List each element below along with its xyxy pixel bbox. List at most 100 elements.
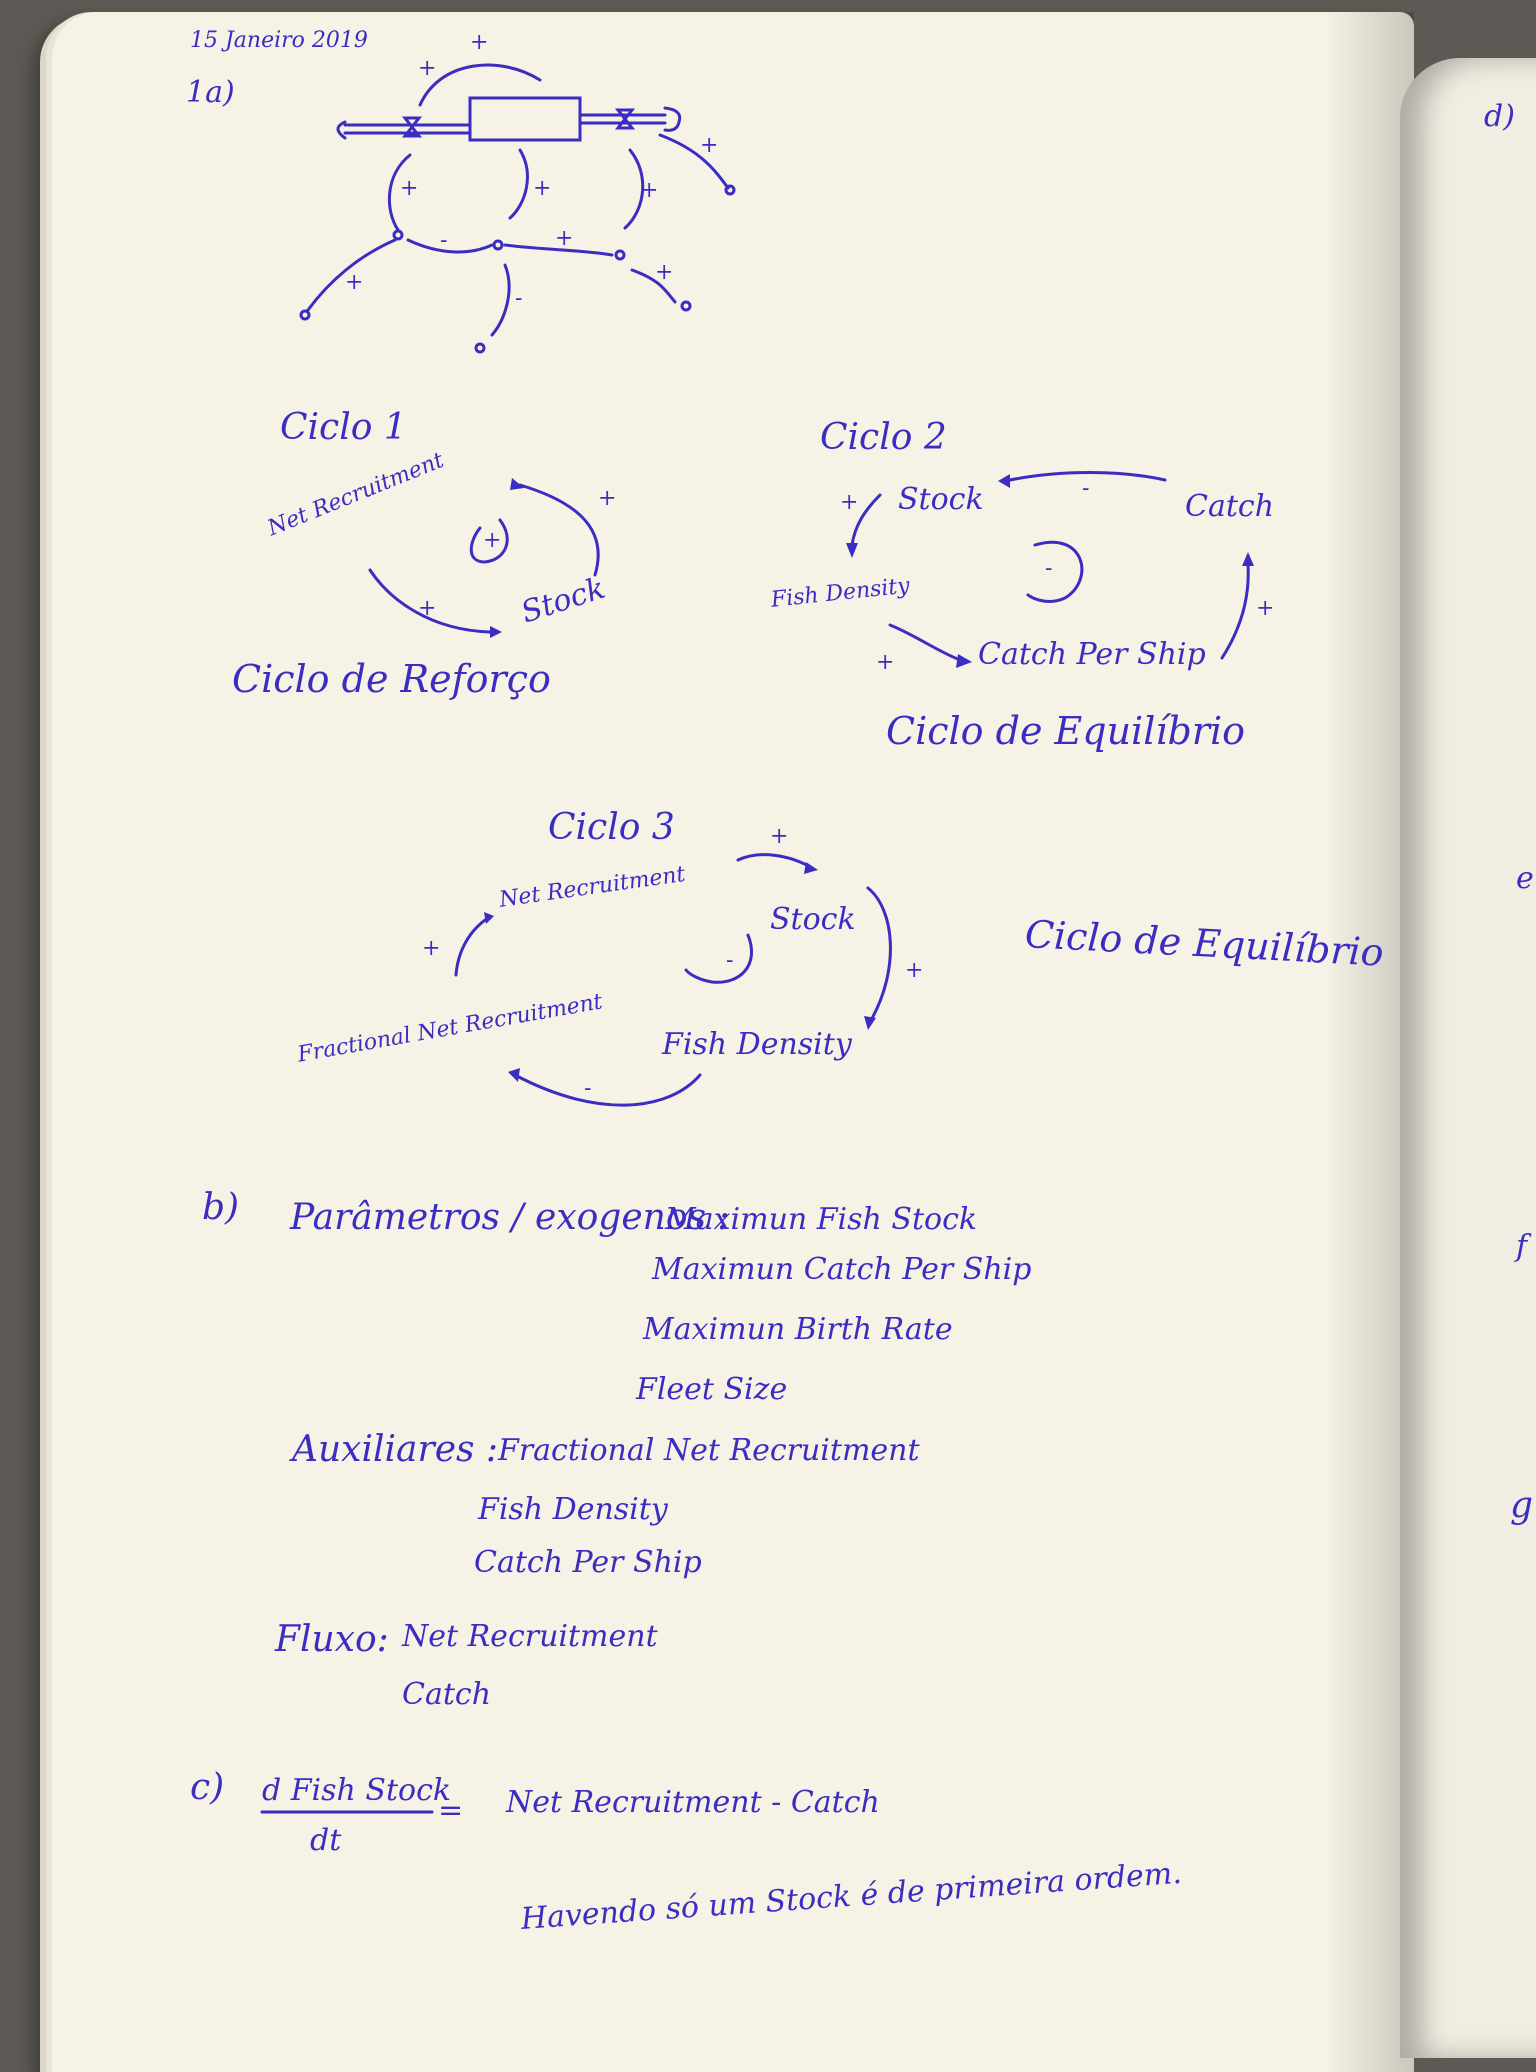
ciclo3-arrows <box>454 853 892 1107</box>
ciclo2-title: Ciclo 2 <box>820 417 947 458</box>
arc-mid <box>508 148 529 220</box>
sign: - <box>515 286 523 311</box>
auxiliares-label: Auxiliares : <box>292 1429 499 1470</box>
fraction-numerator: d Fish Stock <box>262 1773 452 1808</box>
ciclo3-sign-top: + <box>770 824 789 849</box>
parametro-item: Maximun Catch Per Ship <box>652 1252 1032 1287</box>
node <box>392 229 404 241</box>
margin-letter-g: g <box>1510 1485 1534 1526</box>
node <box>614 249 626 261</box>
top-arc <box>418 63 542 107</box>
ciclo2-sign-stock-density: + <box>840 490 859 515</box>
ciclo2-sign-density-cps: + <box>876 650 895 675</box>
fluxo-label: Fluxo: <box>275 1619 389 1660</box>
node <box>474 342 486 354</box>
ciclo1-type: Ciclo de Reforço <box>232 657 551 701</box>
ciclo2-arrow-cps-catch <box>1220 563 1250 660</box>
ciclo1-loop-sign: + <box>483 528 502 553</box>
sink-cloud <box>663 106 682 132</box>
stock-box <box>468 96 582 142</box>
sign: + <box>470 30 489 55</box>
ciclo1-title: Ciclo 1 <box>280 407 407 448</box>
ciclo3-arrow-top <box>736 853 814 870</box>
ciclo3-fish-density: Fish Density <box>662 1027 852 1062</box>
auxiliar-item: Fish Density <box>478 1492 668 1527</box>
arc-out <box>658 133 730 190</box>
margin-letter-f: f <box>1516 1229 1528 1264</box>
part-b-label: b) <box>202 1187 240 1228</box>
ciclo1-loop-symbol <box>469 518 509 564</box>
node <box>680 300 692 312</box>
arc-right <box>623 148 645 230</box>
ciclo2-type: Ciclo de Equilíbrio <box>886 709 1246 753</box>
ciclo2-loop-sign: - <box>1045 556 1053 581</box>
fluxo-item: Catch <box>402 1677 492 1712</box>
node <box>492 239 504 251</box>
sign: + <box>700 133 719 158</box>
ciclo3-loop-sign: - <box>726 948 734 973</box>
ciclo1-arrow-top <box>518 483 600 577</box>
fraction-denominator: dt <box>310 1823 342 1858</box>
link-3 <box>306 238 397 312</box>
ciclo3-sign-bottom: - <box>584 1076 592 1101</box>
ciclo2-arrow-density-cps <box>888 623 962 662</box>
stock-flow-diagram <box>299 63 736 354</box>
margin-letter-d: d) <box>1484 99 1515 134</box>
sign: + <box>655 260 674 285</box>
ciclo1-sign-top: + <box>598 486 617 511</box>
ciclo2-sign-cps-catch: + <box>1256 596 1275 621</box>
parametros-label: Parâmetros / exogenos : <box>290 1197 730 1238</box>
ciclo1-arrow-bottom <box>368 568 492 634</box>
node <box>299 309 311 321</box>
link-5 <box>630 268 677 304</box>
ciclo2-arrows <box>846 471 1254 668</box>
ciclo1-arrows <box>368 478 600 638</box>
ciclo2-stock: Stock <box>898 482 984 517</box>
link-2 <box>503 243 614 257</box>
ciclo3-stock: Stock <box>770 902 856 937</box>
outflow-valve <box>614 108 636 130</box>
notebook-page <box>52 12 1414 2072</box>
parametro-item: Fleet Size <box>636 1372 788 1407</box>
ciclo2-loop-symbol <box>1026 540 1084 603</box>
ciclo2-catch-per-ship: Catch Per Ship <box>978 637 1206 672</box>
ciclo2-arrow-catch-stock <box>1008 471 1167 482</box>
node <box>724 184 736 196</box>
date-label: 15 Janeiro 2019 <box>190 28 368 53</box>
ciclo3-sign-left: + <box>422 936 441 961</box>
link-1 <box>406 238 494 254</box>
ciclo3-arrow-left <box>454 916 490 977</box>
inflow-valve <box>401 116 423 138</box>
ciclo1-sign-bottom: + <box>418 596 437 621</box>
part-c-label: c) <box>190 1767 225 1808</box>
ciclo3-sign-right: + <box>905 958 924 983</box>
auxiliar-item: Fractional Net Recruitment <box>498 1433 920 1468</box>
ciclo3-title: Ciclo 3 <box>548 807 675 848</box>
ciclo3-loop-symbol <box>684 933 754 984</box>
parametro-item: Maximun Fish Stock <box>665 1202 978 1237</box>
ciclo3-arrow-bottom <box>513 1073 702 1107</box>
margin-letter-e: e <box>1516 861 1534 896</box>
notebook-right-page <box>1400 58 1536 2058</box>
ciclo2-arrow-stock-density <box>850 493 882 547</box>
parametro-item: Maximun Birth Rate <box>643 1312 953 1347</box>
ciclo2-sign-stock-catch: - <box>1082 476 1090 501</box>
part-a-label: 1a) <box>186 75 235 110</box>
sign: + <box>555 226 574 251</box>
sign: + <box>640 178 659 203</box>
source-cloud <box>336 120 347 140</box>
equation-rhs: Net Recruitment - Catch <box>506 1785 880 1820</box>
fluxo-item: Net Recruitment <box>402 1619 658 1654</box>
equals-sign: = <box>438 1793 464 1828</box>
sign: - <box>440 228 448 253</box>
ciclo2-catch: Catch <box>1185 489 1275 524</box>
arc-left <box>387 153 412 232</box>
sign: + <box>533 176 552 201</box>
sign: + <box>400 176 419 201</box>
ciclo3-arrow-right <box>866 886 892 1024</box>
sign: + <box>418 56 437 81</box>
sign: + <box>345 270 364 295</box>
auxiliar-item: Catch Per Ship <box>474 1545 702 1580</box>
link-4 <box>490 263 511 337</box>
